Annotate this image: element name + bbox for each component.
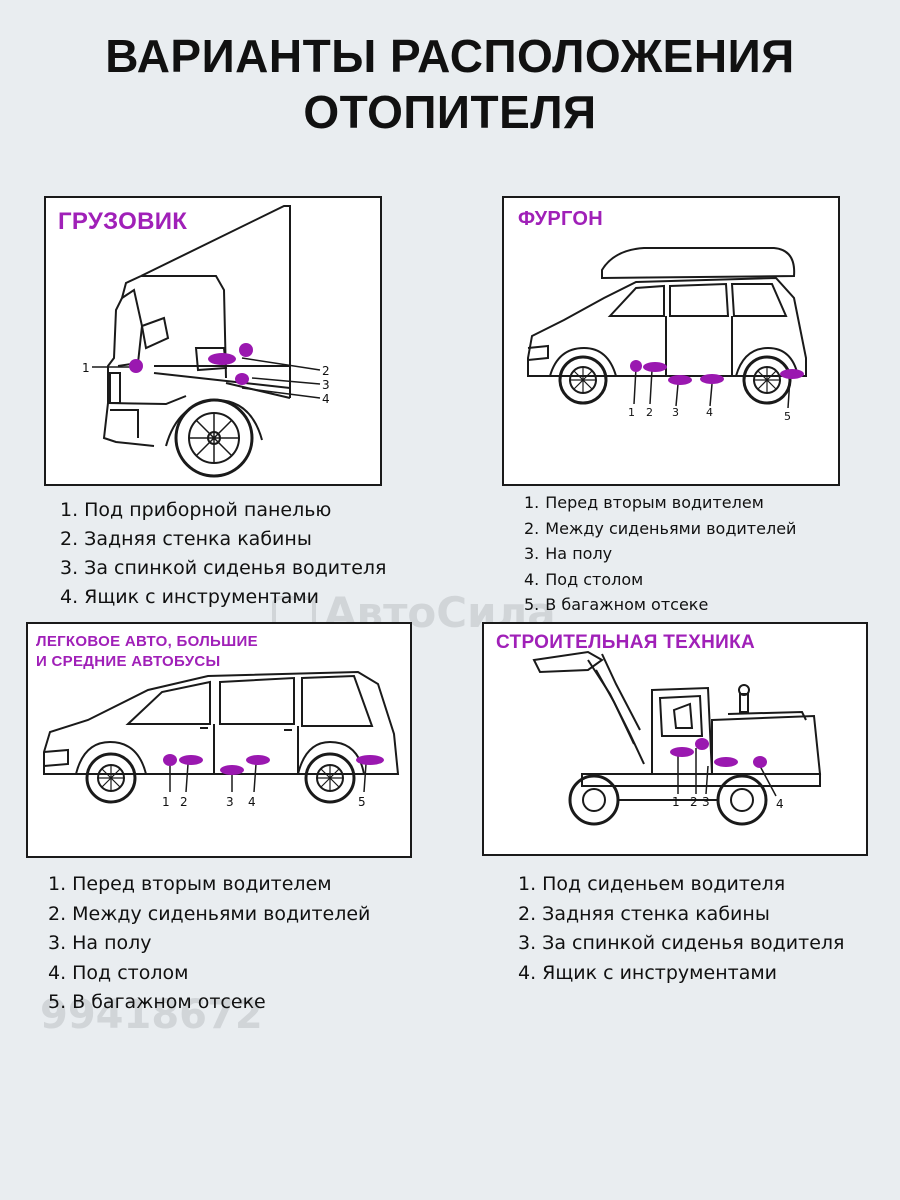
callout-4: 4 [322, 392, 330, 406]
machinery-panel: 1 2 3 4 СТРОИТЕЛЬНАЯ ТЕХНИКА [482, 622, 868, 856]
heater-marker-2 [208, 353, 236, 365]
car-legend-list: 1.Перед вторым водителем 2.Между сиденья… [48, 870, 370, 1018]
list-item: 3.На полу [524, 544, 613, 563]
heater-marker-2 [643, 362, 667, 372]
callout-3: 3 [322, 378, 330, 392]
callout-2: 2 [322, 364, 330, 378]
callout-1: 1 [82, 361, 90, 375]
heater-marker-1 [630, 360, 642, 372]
heater-marker-3 [239, 343, 253, 357]
list-item: 1.Под приборной панелью [60, 499, 332, 521]
list-item: 4.Под столом [48, 961, 189, 984]
heater-marker-1 [129, 359, 143, 373]
list-item: 2.Между сиденьями водителей [48, 902, 371, 925]
heater-marker-1 [163, 754, 177, 766]
van-legend-list: 1.Перед вторым водителем 2.Между сиденья… [524, 490, 796, 618]
callout-3: 3 [672, 406, 679, 419]
callout-3: 3 [226, 795, 234, 809]
heater-marker-4 [235, 373, 249, 385]
page-title-line-2: ОТОПИТЕЛЯ [303, 86, 597, 138]
car-panel-title-line-1: ЛЕГКОВОЕ АВТО, БОЛЬШИЕ [36, 633, 258, 650]
heater-marker-1 [670, 747, 694, 757]
list-item: 2.Между сиденьями водителей [524, 518, 797, 538]
heater-marker-5 [356, 755, 384, 765]
heater-marker-4 [246, 755, 270, 765]
list-item: 1.Под сиденьем водителя [518, 873, 786, 895]
callout-2: 2 [690, 795, 698, 809]
callout-1: 1 [628, 406, 635, 419]
truck-legend-list: 1.Под приборной панелью 2.Задняя стенка … [60, 496, 386, 612]
list-item: 2.Задняя стенка кабины [518, 902, 770, 925]
callout-2: 2 [646, 406, 653, 419]
list-item: 2.Задняя стенка кабины [60, 528, 312, 550]
callout-3: 3 [702, 795, 710, 809]
list-item: 3.За спинкой сиденья водителя [518, 932, 845, 954]
car-diagram: 1 2 3 4 5 [43, 670, 400, 809]
list-item: 5.В багажном отсеке [524, 595, 709, 614]
callout-4: 4 [706, 406, 713, 419]
list-item: 3.За спинкой сиденья водителя [60, 557, 387, 579]
car-panel-title-line-2: И СРЕДНИЕ АВТОБУСЫ [36, 653, 221, 670]
machinery-panel-title: СТРОИТЕЛЬНАЯ ТЕХНИКА [496, 632, 756, 653]
car-panel-title: ЛЕГКОВОЕ АВТО, БОЛЬШИЕ И СРЕДНИЕ АВТОБУС… [36, 632, 258, 672]
heater-marker-3 [714, 757, 738, 767]
car-panel: 1 2 3 4 5 ЛЕГКОВОЕ АВТО, БОЛЬШИЕ И СРЕДН… [26, 622, 412, 858]
list-item: 4.Ящик с инструментами [518, 961, 778, 984]
machinery-legend-list: 1.Под сиденьем водителя 2.Задняя стенка … [518, 870, 844, 988]
heater-marker-4 [700, 374, 724, 384]
page-title: ВАРИАНТЫ РАСПОЛОЖЕНИЯ ОТОПИТЕЛЯ [0, 28, 900, 140]
callout-1: 1 [162, 795, 170, 809]
heater-marker-2 [695, 738, 709, 750]
heater-marker-5 [780, 369, 804, 379]
heater-marker-4 [753, 756, 767, 768]
list-item: 3.На полу [48, 932, 152, 954]
list-item: 4.Под столом [524, 569, 644, 589]
callout-1: 1 [672, 795, 680, 809]
van-diagram: 1 2 3 4 5 [527, 247, 807, 423]
heater-marker-3 [220, 765, 244, 775]
heater-marker-3 [668, 375, 692, 385]
van-panel: 1 2 3 4 5 ФУРГОН [502, 196, 840, 486]
callout-5: 5 [358, 795, 366, 809]
list-item: 1.Перед вторым водителем [524, 493, 764, 512]
list-item: 5.В багажном отсеке [48, 991, 266, 1013]
callout-4: 4 [248, 795, 256, 809]
van-panel-title: ФУРГОН [518, 208, 603, 230]
list-item: 1.Перед вторым водителем [48, 873, 332, 895]
truck-diagram: 1 2 3 4 [82, 205, 330, 478]
watermark-code-bottom: 99418672 [40, 992, 263, 1038]
truck-panel: 1 2 3 4 ГРУЗОВИК [44, 196, 382, 486]
heater-marker-2 [179, 755, 203, 765]
truck-panel-title: ГРУЗОВИК [58, 208, 188, 235]
callout-5: 5 [784, 410, 791, 423]
callout-2: 2 [180, 795, 188, 809]
list-item: 4.Ящик с инструментами [60, 586, 320, 608]
page-title-line-1: ВАРИАНТЫ РАСПОЛОЖЕНИЯ [105, 30, 795, 82]
excavator-diagram: 1 2 3 4 [532, 650, 822, 826]
callout-4: 4 [776, 797, 784, 811]
